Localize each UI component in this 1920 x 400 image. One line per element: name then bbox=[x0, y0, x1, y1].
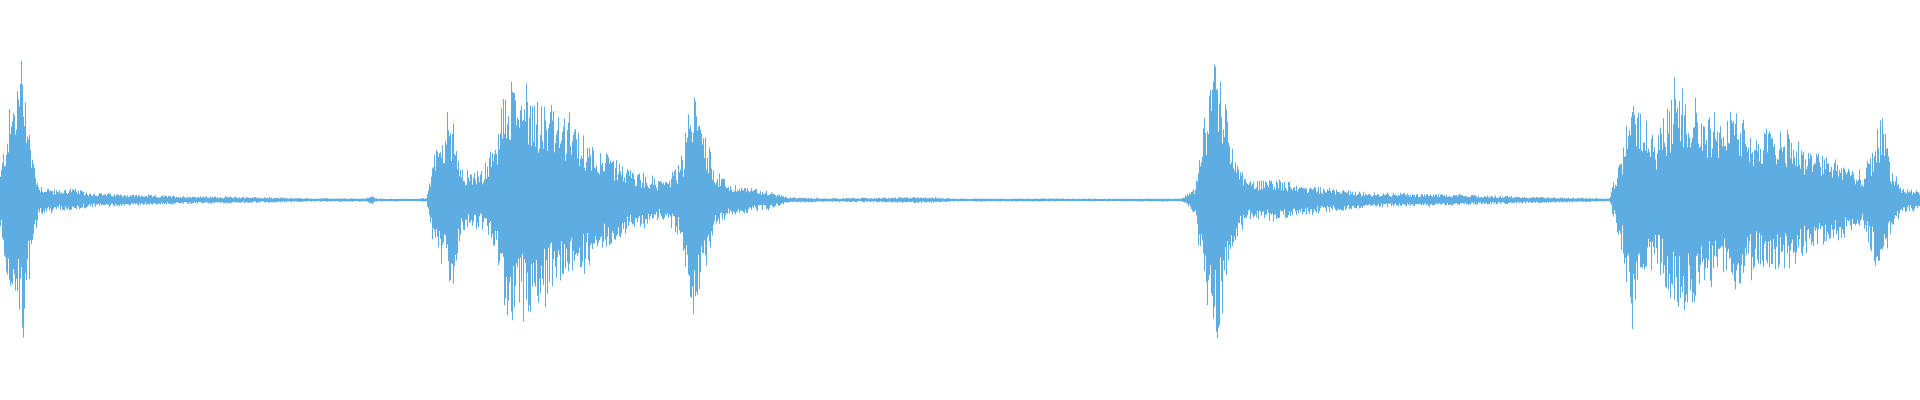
waveform-samples bbox=[0, 61, 1920, 339]
